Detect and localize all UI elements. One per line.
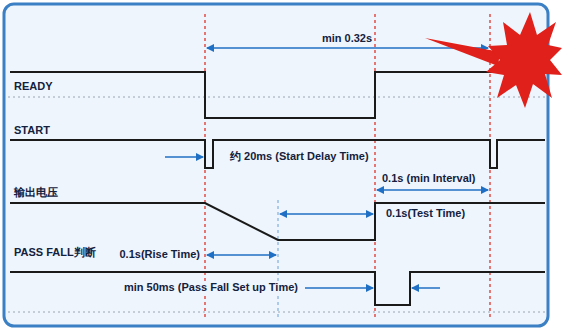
timing-label: 约 20ms (Start Delay Time) [228,150,371,163]
frame [4,4,548,326]
time-marker [278,200,279,320]
signal-waveforms [10,72,545,305]
grid-lines [8,97,545,312]
timing-label: 0.1s (min Interval) [380,172,478,185]
timing-label: min 50ms (Pass Fall Set up Time) [122,281,300,294]
timing-label: 0.1s(Test Time) [384,207,467,220]
signal-name: START [12,124,52,137]
time-markers [205,14,490,320]
signal-name: 输出电压 [12,186,60,199]
timing-label: 0.1s(Rise Time) [117,248,202,261]
signal-name: READY [12,80,55,93]
signal-name: PASS FALL判断 [12,246,98,259]
dimension-arrows [165,48,488,288]
timing-label: min 0.32s [320,32,374,45]
starburst [425,12,562,108]
